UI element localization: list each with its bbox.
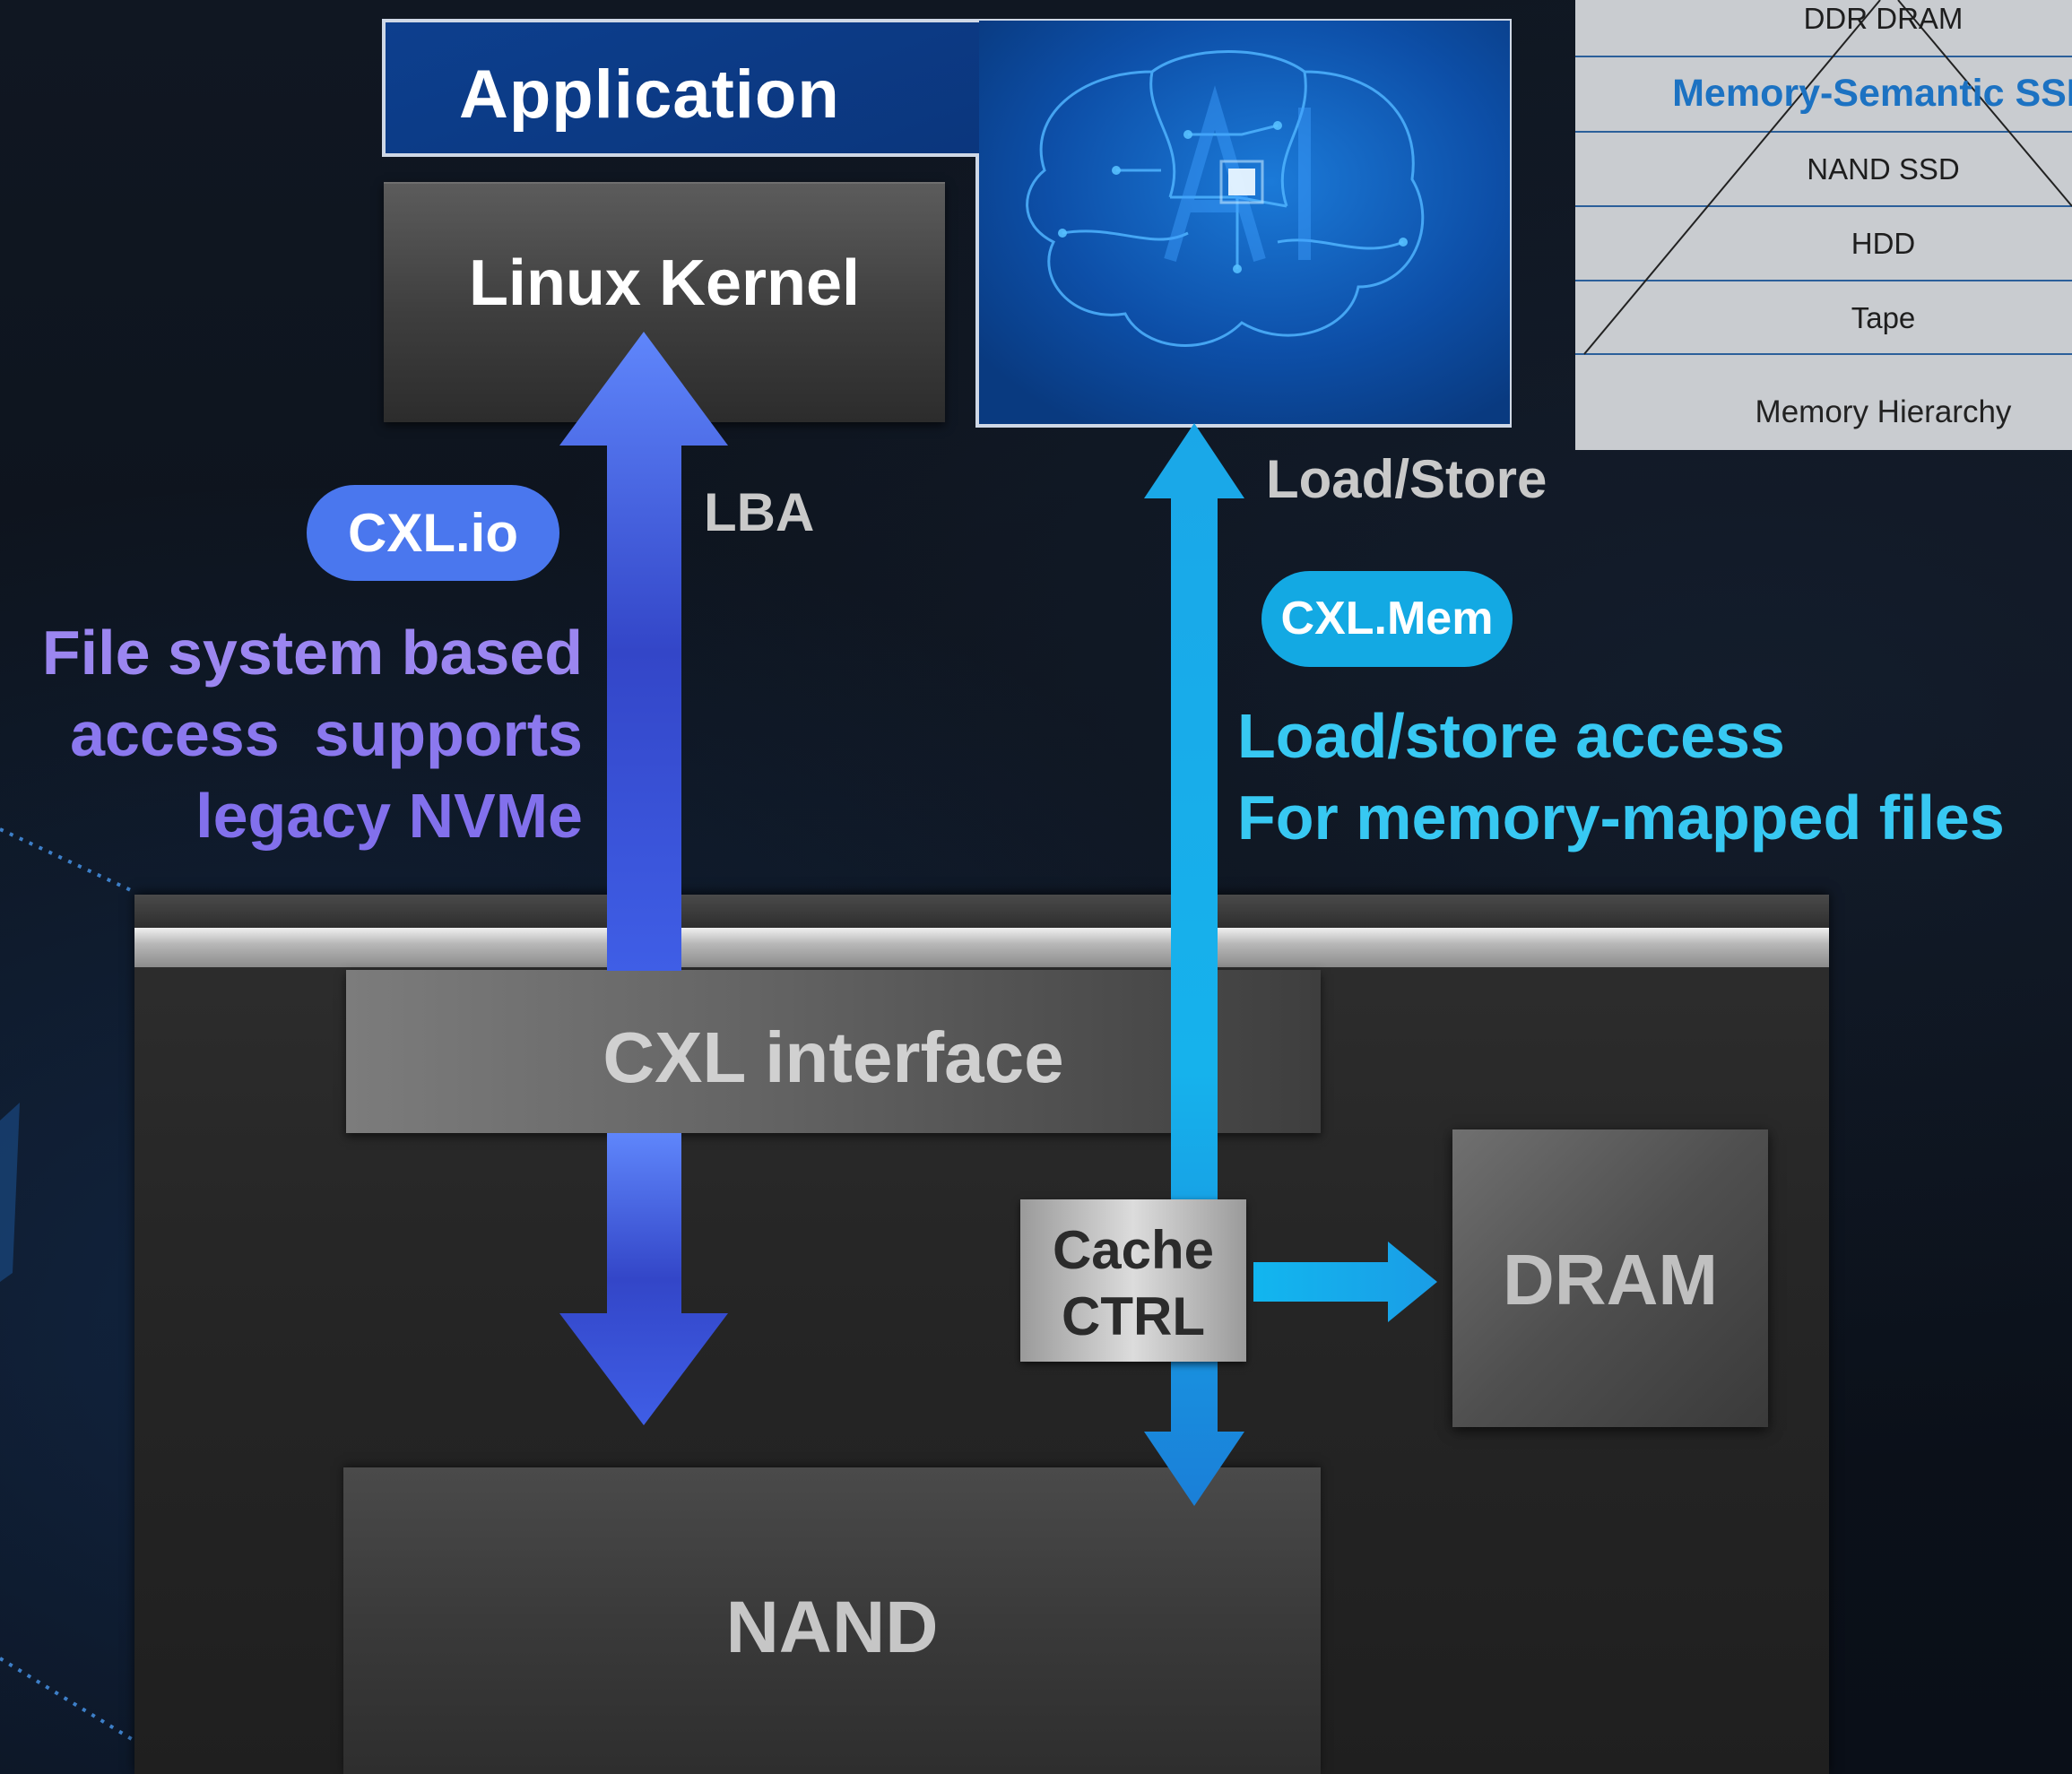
cxl-io-description: File system based access supports legacy…	[0, 612, 583, 857]
hierarchy-row-memory-semantic-ssd: Memory-Semantic SSD	[1672, 72, 2072, 115]
hierarchy-row-hdd: HDD	[1851, 227, 1916, 260]
cxl-io-arrow-upper	[559, 332, 728, 971]
dram-box: DRAM	[1452, 1129, 1768, 1427]
cxl-mem-description: Load/store access For memory-mapped file…	[1237, 696, 2072, 859]
application-label: Application	[459, 56, 840, 133]
cxl-mem-pill: CXL.Mem	[1261, 571, 1513, 667]
cache-ctrl-line-2: CTRL	[1062, 1286, 1205, 1346]
nand-box: NAND	[343, 1467, 1321, 1774]
lba-label: LBA	[704, 482, 815, 542]
cache-to-dram-arrow	[1253, 1242, 1437, 1322]
cxl-interface-box: CXL interface	[346, 970, 1321, 1133]
hierarchy-caption: Memory Hierarchy	[1755, 394, 2012, 429]
cxl-io-desc-line-1: File system based	[41, 618, 583, 688]
cxl-io-desc-line-3: legacy NVMe	[195, 781, 583, 851]
cxl-io-arrow-lower	[559, 1133, 728, 1425]
dram-label: DRAM	[1503, 1240, 1718, 1320]
ai-brain-icon	[1026, 50, 1425, 347]
nand-label: NAND	[725, 1587, 939, 1668]
device-rail	[134, 928, 1829, 967]
cxl-interface-label: CXL interface	[603, 1017, 1064, 1097]
hierarchy-row-ddr-dram: DDR DRAM	[1803, 2, 1964, 35]
device-top-edge	[134, 895, 1829, 930]
application-panel	[381, 18, 1513, 428]
hierarchy-row-nand-ssd: NAND SSD	[1807, 152, 1960, 186]
cxl-mem-desc-line-2: For memory-mapped files	[1237, 783, 2005, 852]
cache-ctrl-box: Cache CTRL	[1020, 1199, 1246, 1362]
hierarchy-row-tape: Tape	[1851, 301, 1916, 334]
cxl-mem-desc-line-1: Load/store access	[1237, 701, 1785, 771]
cxl-io-desc-line-2: access supports	[70, 699, 583, 769]
memory-hierarchy-inset: DDR DRAM Memory-Semantic SSD NAND SSD HD…	[1575, 0, 2072, 450]
cache-ctrl-label: Cache CTRL	[1020, 1217, 1246, 1350]
cache-ctrl-line-1: Cache	[1052, 1220, 1215, 1280]
cxl-mem-arrow	[1144, 423, 1244, 1506]
load-store-label: Load/Store	[1266, 449, 1547, 509]
linux-kernel-label: Linux Kernel	[468, 247, 861, 319]
hierarchy-pyramid	[1575, 0, 2072, 355]
cxl-io-pill: CXL.io	[307, 485, 559, 581]
